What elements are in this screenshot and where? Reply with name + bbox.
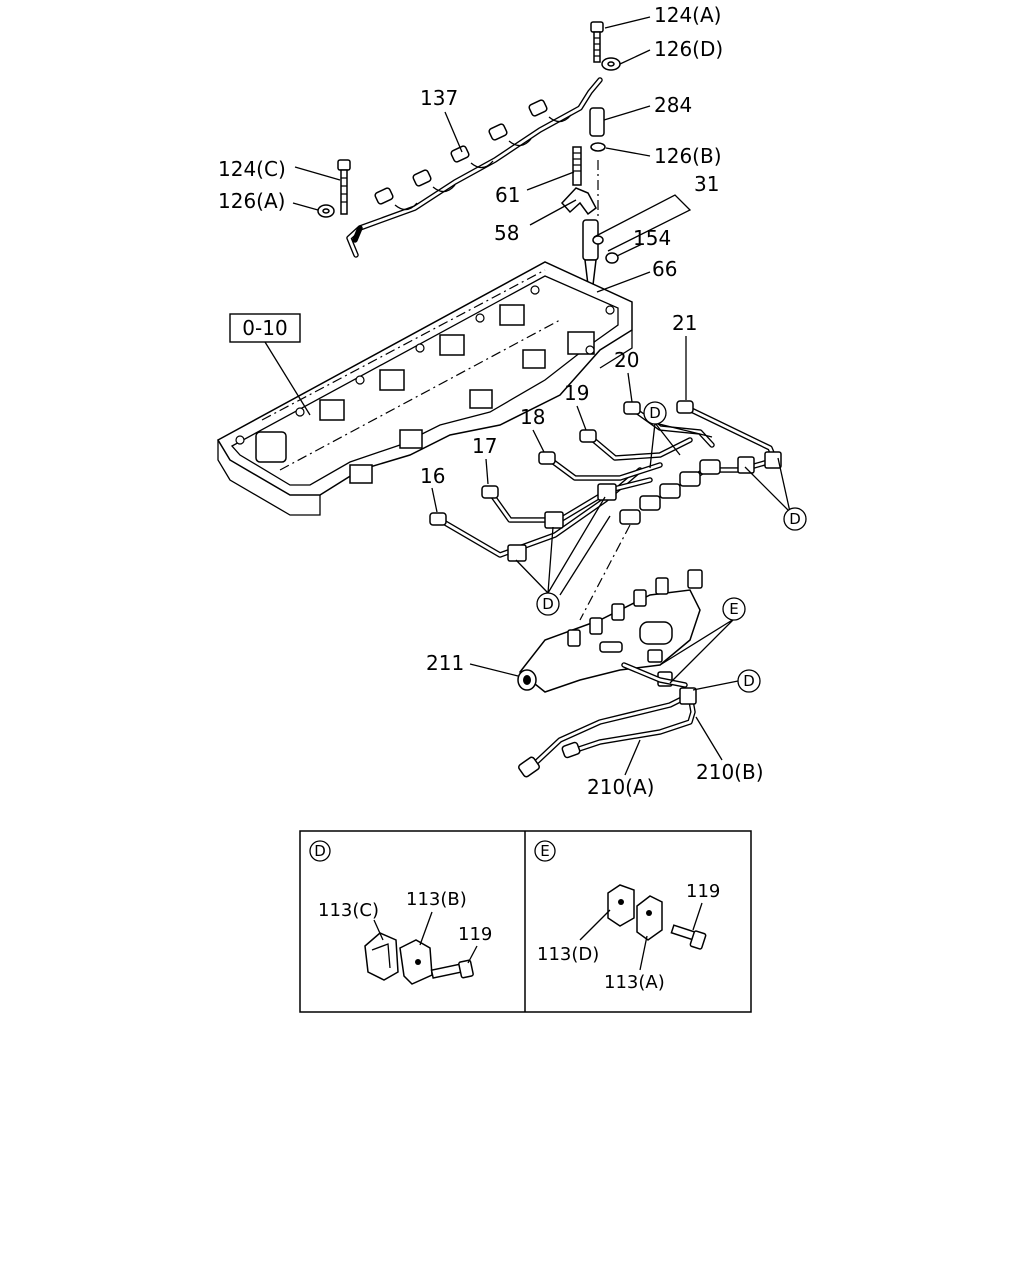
cylinder-head-housing	[216, 261, 633, 516]
inset-e-label-119: 119	[686, 881, 720, 902]
callout-21: 21	[672, 311, 697, 335]
clip-113a	[636, 895, 663, 941]
inset-e: E 119 113(D) 113(A)	[534, 840, 720, 993]
washer-126b	[590, 142, 606, 152]
callout-66: 66	[652, 257, 677, 281]
injection-pump-211	[517, 569, 703, 693]
inset-e-marker: E	[534, 840, 556, 862]
callout-126d: 126(D)	[654, 37, 723, 61]
detail-inset-panel	[299, 830, 752, 1013]
clamp-58	[560, 187, 597, 216]
svg-text:D: D	[789, 510, 801, 528]
callout-124c: 124(C)	[218, 157, 286, 181]
callout-18: 18	[520, 405, 545, 429]
bolt-119-d	[430, 959, 474, 979]
clip-113d	[607, 884, 635, 927]
callout-20: 20	[614, 348, 639, 372]
callout-31: 31	[694, 172, 719, 196]
oring-154	[605, 252, 619, 264]
leak-off-pipe	[346, 77, 603, 258]
callout-0-10: 0-10	[242, 316, 287, 340]
svg-text:D: D	[743, 672, 755, 690]
inset-d-label-113c: 113(C)	[318, 900, 379, 921]
callout-126a: 126(A)	[218, 189, 285, 213]
stud-61	[572, 146, 582, 186]
leader-lines	[292, 16, 791, 776]
callout-126b: 126(B)	[654, 144, 722, 168]
callout-58: 58	[494, 221, 519, 245]
detail-marker-d-1: D	[536, 592, 560, 616]
svg-text:D: D	[542, 595, 554, 613]
inset-e-label-113a: 113(A)	[604, 972, 665, 993]
inset-d: D 113(C) 113(B) 119	[309, 840, 492, 985]
fuel-injection-pipes	[429, 400, 782, 621]
inset-d-marker: D	[309, 840, 331, 862]
detail-marker-e: E	[722, 597, 746, 621]
callout-16: 16	[420, 464, 445, 488]
part-284	[589, 107, 605, 137]
callout-19: 19	[564, 381, 589, 405]
detail-marker-d-4: D	[737, 669, 761, 693]
callout-154: 154	[633, 226, 671, 250]
callout-17: 17	[472, 434, 497, 458]
callout-61: 61	[495, 183, 520, 207]
svg-text:E: E	[540, 842, 549, 860]
fuel-pipes-210	[518, 662, 697, 778]
callout-137: 137	[420, 86, 458, 110]
ref-box-0-10	[229, 313, 301, 343]
bolt-119-e	[670, 924, 707, 950]
callout-210b: 210(B)	[696, 760, 764, 784]
svg-text:D: D	[314, 842, 326, 860]
callout-284: 284	[654, 93, 692, 117]
svg-text:E: E	[729, 600, 738, 618]
injector-31	[582, 219, 604, 286]
detail-marker-d-2: D	[643, 401, 667, 425]
inset-e-label-113d: 113(D)	[537, 944, 599, 965]
callout-211: 211	[426, 651, 464, 675]
detail-marker-d-3: D	[783, 507, 807, 531]
callout-210a: 210(A)	[587, 775, 654, 799]
bolt-124c	[337, 159, 351, 215]
bolt-124a	[590, 21, 604, 63]
svg-text:D: D	[649, 404, 661, 422]
inset-d-label-119: 119	[458, 924, 492, 945]
callout-124a: 124(A)	[654, 3, 721, 27]
inset-d-label-113b: 113(B)	[406, 889, 467, 910]
